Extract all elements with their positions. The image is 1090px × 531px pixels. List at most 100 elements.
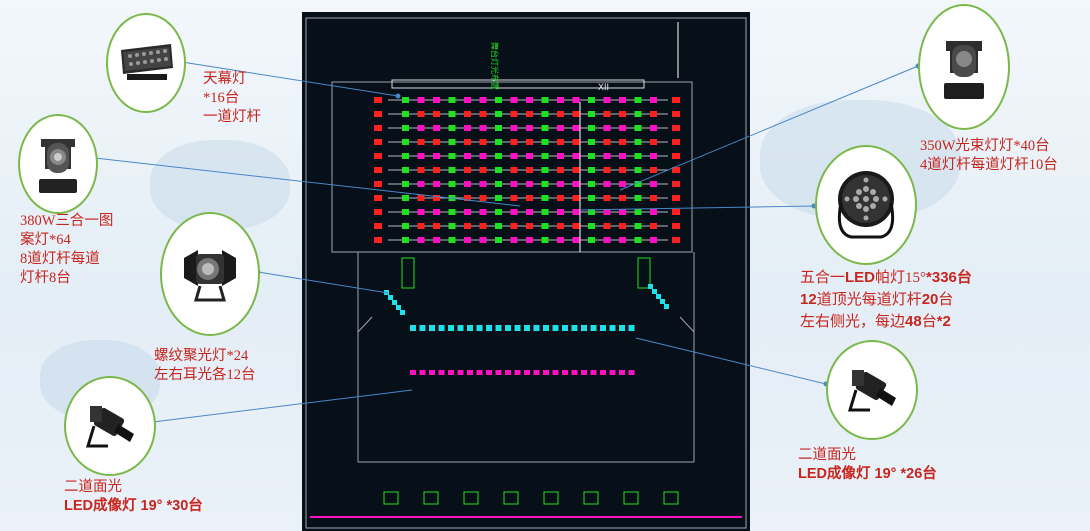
side-fresnel-mark (384, 290, 389, 295)
front-light-cyan (419, 325, 426, 331)
fixture-mark (433, 209, 440, 215)
fixture-mark (650, 139, 657, 145)
front-light-magenta (486, 370, 492, 375)
fixture-mark (417, 195, 425, 201)
fixture-mark (448, 237, 456, 243)
callout-line2: 12道顶光每道灯杆20台 (800, 291, 954, 308)
fixture-mark (650, 111, 657, 117)
front-light-cyan (457, 325, 464, 331)
fixture-mark (433, 111, 440, 117)
fixture-mark (510, 167, 518, 173)
front-light-cyan (562, 325, 568, 331)
fixture-mark (634, 195, 642, 201)
fixture-mark (417, 167, 425, 173)
front-light-cyan (581, 325, 587, 331)
fixture-mark (448, 223, 456, 229)
fixture-mark (634, 181, 642, 187)
front-light-cyan (486, 325, 492, 331)
front-light-cyan (619, 325, 625, 331)
fixture-mark (541, 223, 549, 229)
fixture-mark (572, 237, 580, 243)
fixture-mark (510, 195, 518, 201)
stage-lighting-plan: XII 舞台灯光布置 (302, 12, 750, 531)
side-light-mark (672, 167, 680, 173)
side-light-mark (374, 125, 382, 131)
front-light-magenta (467, 370, 473, 375)
fixture-mark (603, 153, 611, 159)
fixture-mark (402, 153, 409, 159)
fixture-mark (495, 153, 502, 159)
fixture-mark (603, 97, 611, 103)
fixture-mark (433, 139, 440, 145)
fixture-mark (572, 153, 580, 159)
plan-seat-mark (583, 491, 599, 505)
fixture-mark (448, 111, 456, 117)
led-par-can-icon (837, 171, 895, 239)
fixture-mark (650, 223, 657, 229)
side-light-mark (672, 139, 680, 145)
fixture-mark (603, 223, 611, 229)
plan-box-label: XII (598, 82, 609, 92)
beam-moving-head-icon (944, 41, 984, 99)
fixture-mark (402, 125, 409, 131)
fixture-mark (650, 237, 657, 243)
fixture-mark (448, 139, 456, 145)
fixture-mark (464, 223, 471, 229)
fixture-mark (572, 195, 580, 201)
front-light-cyan (628, 325, 635, 331)
fixture-mark (650, 125, 657, 131)
plan-wall-line (679, 316, 695, 333)
fixture-mark (619, 209, 626, 215)
fixture-mark (510, 237, 518, 243)
fixture-mark (464, 181, 471, 187)
fixture-mark (619, 139, 626, 145)
callout-note: LED成像灯 19° *30台 (64, 498, 203, 514)
plan-seat-mark (423, 491, 439, 505)
fixture-mark (619, 97, 626, 103)
fixture-mark (572, 125, 580, 131)
front-light-cyan (495, 325, 502, 331)
fixture-mark (526, 223, 533, 229)
callout-quantity: *16台 (203, 90, 240, 106)
front-light-cyan (410, 325, 416, 331)
front-light-magenta (590, 370, 597, 375)
side-fresnel-mark (400, 310, 405, 315)
side-light-mark (374, 167, 382, 173)
fixture-mark (572, 111, 580, 117)
fixture-mark (557, 223, 564, 229)
fixture-mark (402, 195, 409, 201)
fixture-mark (417, 125, 425, 131)
fixture-mark (464, 237, 471, 243)
fixture-mark (402, 111, 409, 117)
fixture-mark (495, 167, 502, 173)
front-light-cyan (571, 325, 578, 331)
cyc-light-circle (106, 13, 186, 113)
fixture-mark (541, 237, 549, 243)
fixture-mark (495, 195, 502, 201)
fixture-mark (526, 181, 533, 187)
fixture-mark (588, 97, 595, 103)
fixture-mark (526, 167, 533, 173)
fixture-mark (634, 209, 642, 215)
fixture-mark (526, 139, 533, 145)
front-light-magenta (514, 370, 521, 375)
side-light-mark (672, 195, 680, 201)
ellipsoidal-right-callout: 二道面光 LED成像灯 19° *26台 (798, 446, 937, 484)
fixture-mark (417, 209, 425, 215)
fixture-mark (433, 125, 440, 131)
front-light-magenta (581, 370, 587, 375)
fixture-mark (541, 181, 549, 187)
fixture-mark (634, 139, 642, 145)
fixture-mark (510, 223, 518, 229)
side-light-mark (672, 111, 680, 117)
fixture-mark (557, 195, 564, 201)
side-fresnel-mark (656, 294, 661, 299)
fixture-mark (495, 139, 502, 145)
fixture-mark (619, 111, 626, 117)
fixture-mark (541, 125, 549, 131)
fixture-mark (603, 195, 611, 201)
fixture-mark (650, 153, 657, 159)
side-light-mark (672, 223, 680, 229)
fixture-mark (433, 167, 440, 173)
fixture-mark (448, 195, 456, 201)
